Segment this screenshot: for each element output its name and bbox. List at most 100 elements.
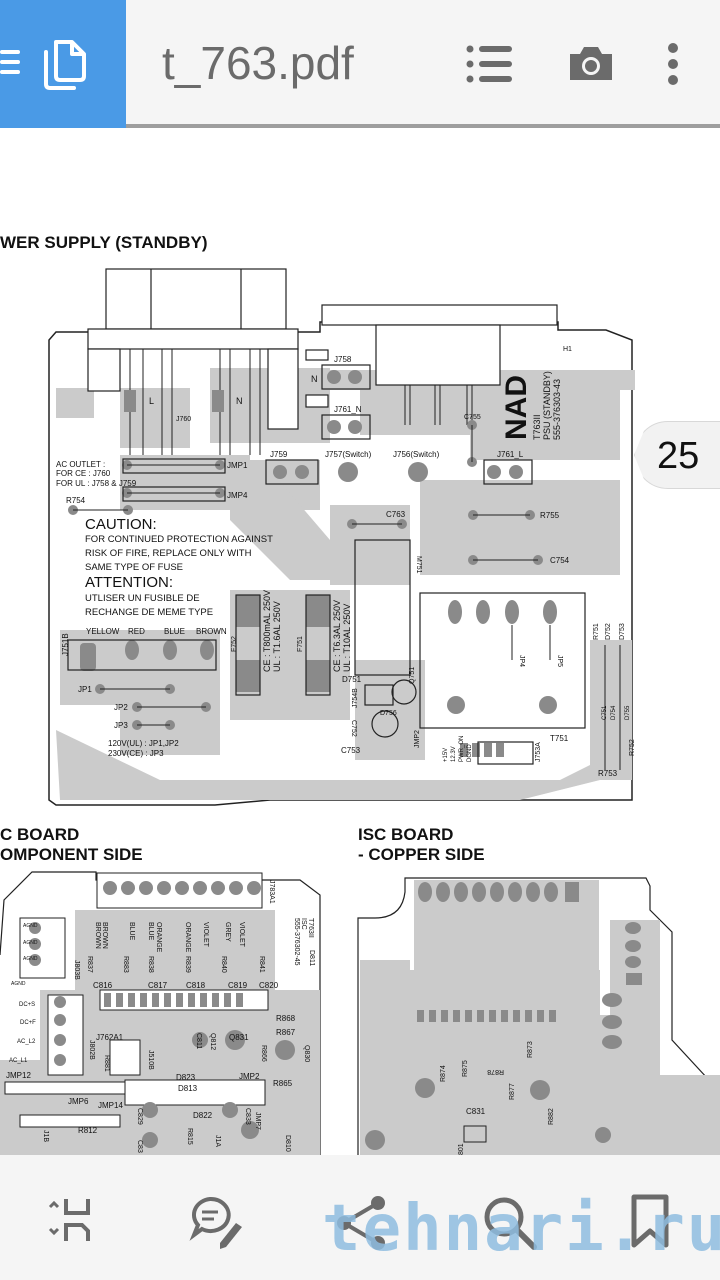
label-m751: M751 [415,556,422,574]
pin-15v: +15V [443,748,449,762]
label-n2: N [311,374,318,384]
schematic-drawing: WER SUPPLY (STANDBY) [0,233,720,1160]
wire-brown-1: BROWN [101,922,108,949]
label-c763: C763 [386,510,406,519]
label-c752: C752 [350,720,357,737]
label-r868: R868 [276,1014,296,1023]
wire-violet-2: VIOLET [238,922,245,948]
agnd-1: AGND [23,923,38,929]
documents-icon[interactable] [40,38,88,90]
label-d756: D756 [380,710,397,717]
label-j756: J756(Switch) [393,450,440,459]
label-d755: D755 [625,705,631,720]
label-jp1: JP1 [78,685,92,694]
isc-copper-outline [357,877,720,1160]
label-dcf: DC+F [20,1020,36,1026]
list-icon[interactable] [466,44,514,84]
label-j802b: J802B [88,1040,95,1060]
label-acl2: AC_L2 [17,1039,36,1045]
label-j762a1: J762A1 [96,1033,124,1042]
label-q830: Q830 [303,1045,310,1062]
label-j760: J760 [176,416,191,423]
label-l: L [149,396,154,406]
label-r815: R815 [186,1128,193,1145]
pin-12v: 12.3V [451,746,457,762]
wire-grey: GREY [224,922,231,942]
label-d811: D811 [308,950,315,966]
search-icon[interactable] [480,1193,540,1253]
page-navigate-icon[interactable] [46,1197,94,1245]
isc-component-traces [0,910,320,1160]
jumper-note-1: 120V(UL) : JP1,JP2 [108,739,179,748]
label-d813: D813 [178,1084,198,1093]
psu-component-outlines [67,364,586,765]
label-h1: H1 [563,346,572,353]
agnd-4: AGND [11,981,26,987]
label-jp4: JP4 [518,655,525,667]
res-r841: R841 [258,956,265,973]
ac-outlet-line3: FOR UL : J758 & J759 [56,479,137,488]
psu-pads [68,370,557,757]
wire-blue-2: BLUE [147,922,154,941]
more-vert-icon[interactable] [666,42,680,86]
documents-panel-button[interactable] [0,0,126,128]
wire-orange-1: ORANGE [155,922,162,953]
label-r878: R878 [487,1068,504,1075]
res-r837: R837 [86,956,93,973]
camera-icon[interactable] [568,44,614,82]
label-r755: R755 [540,511,560,520]
fuse-f752-ul: UL : T1.6AL 250V [272,601,282,672]
isc-component-pads [29,881,295,1148]
label-d752: D752 [605,623,612,640]
label-r875: R875 [462,1060,469,1077]
isc-component-heading-1: C BOARD [0,825,79,844]
label-d753: D753 [619,623,626,640]
pdf-page-view[interactable]: WER SUPPLY (STANDBY) [0,132,720,1160]
hamburger-icon[interactable] [0,48,22,76]
label-jmp6: JMP6 [68,1097,89,1106]
label-j753a: J753A [535,742,542,762]
label-j757: J757(Switch) [325,450,372,459]
watermark: tehnari.ru [322,1192,720,1266]
cap-c819: C819 [228,981,248,990]
caution-line1: FOR CONTINUED PROTECTION AGAINST [85,534,273,545]
top-toolbar: t_763.pdf [0,0,720,128]
fuse-f752-ce: CE : T800mAL 250V [262,590,272,672]
wire-violet-1: VIOLET [202,922,209,948]
label-q812: Q812 [209,1033,216,1050]
cap-c816: C816 [93,981,113,990]
res-r840: R840 [220,956,227,973]
label-r881: R881 [103,1055,110,1072]
share-icon[interactable] [334,1195,390,1251]
label-j761n: J761_N [334,405,362,414]
ac-outlet-line1: AC OUTLET : [56,460,105,469]
label-r874: R874 [440,1065,447,1082]
isc-copper-pads [365,882,642,1150]
cap-c818: C818 [186,981,206,990]
label-r866: R866 [260,1045,267,1062]
isc-copper-heading-1: ISC BOARD [358,825,453,844]
pin-pwr-on: PWR_ON [459,736,465,762]
label-r865: R865 [273,1079,293,1088]
label-j1b: J1B [42,1130,49,1142]
wire-brown: BROWN [196,627,227,636]
board-id-2: PSU (STANDBY) [542,371,552,440]
label-d822: D822 [193,1111,213,1120]
document-title: t_763.pdf [162,37,354,89]
label-r882: R882 [548,1108,555,1125]
label-c83x: C83 [136,1140,143,1153]
label-j783a1: J783A1 [268,880,275,904]
isc-copper-heading-2: - COPPER SIDE [358,845,485,864]
cap-c820: C820 [259,981,279,990]
label-c831: C831 [466,1107,486,1116]
brand-nad: NAD [500,375,533,440]
page-number: 25 [657,435,700,477]
wire-blue: BLUE [164,627,185,636]
isc-component-heading-2: OMPONENT SIDE [0,845,143,864]
isc-id-2: ISC [300,918,307,930]
page-number-badge[interactable]: 25 [634,421,720,489]
caution-line3: SAME TYPE OF FUSE [85,562,183,573]
bookmark-icon[interactable] [630,1193,670,1249]
label-d754: D754 [611,705,617,720]
comment-edit-icon[interactable] [188,1195,244,1251]
